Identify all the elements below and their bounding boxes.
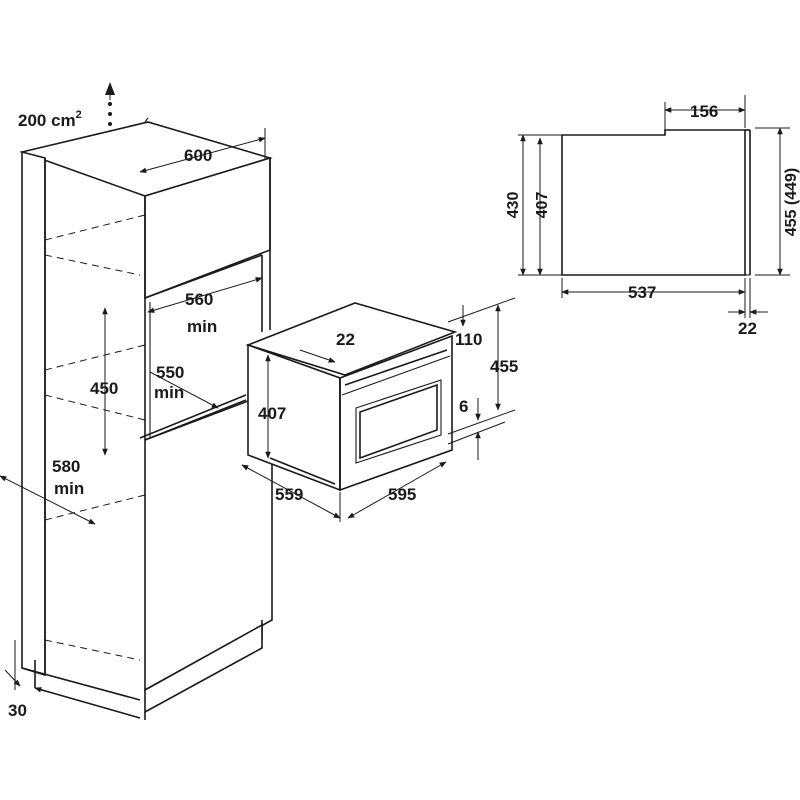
cabinet-lower-door (144, 390, 273, 692)
vent-area-label: 200 cm2 (18, 109, 82, 130)
panel-thickness-label: 22 (738, 319, 757, 338)
niche-width-unit: min (187, 317, 217, 336)
side-depth-label: 537 (628, 283, 656, 302)
appliance-height-label: 407 (258, 404, 286, 423)
total-height-label: 430 (505, 192, 522, 219)
dimension-lines (0, 128, 516, 693)
dimension-labels: 200 cm2 600 560 min 550 min 450 580 min … (8, 102, 800, 720)
vent-indicator (105, 82, 115, 126)
front-height-label: 455 (490, 357, 518, 376)
top-clearance-label: 110 (455, 330, 482, 349)
cabinet-drawing (19, 117, 273, 720)
cabinet-depth-unit: min (54, 479, 84, 498)
cabinet-width-label: 600 (184, 146, 212, 165)
side-view-drawing (518, 95, 790, 318)
appliance-width-label: 595 (388, 485, 416, 504)
niche-depth-unit: min (154, 383, 184, 402)
side-body-height-label: 407 (534, 192, 551, 219)
appliance-window (359, 383, 438, 460)
cabinet-plinth (144, 623, 263, 714)
appliance-top (245, 302, 458, 376)
rear-step-label: 156 (690, 102, 718, 121)
appliance-depth-label: 559 (275, 485, 303, 504)
niche-height-label: 450 (90, 379, 118, 398)
side-front-height-label: 455 (449) (783, 168, 800, 237)
bottom-clearance-label: 6 (459, 397, 468, 416)
side-gap-label: 30 (8, 701, 27, 720)
niche-depth-label: 550 (156, 363, 184, 382)
niche-width-label: 560 (185, 290, 213, 309)
cabinet-left-side (21, 150, 46, 677)
cabinet-depth-label: 580 (52, 457, 80, 476)
appliance-drawing (245, 302, 458, 492)
appliance-top-offset-label: 22 (336, 330, 355, 349)
